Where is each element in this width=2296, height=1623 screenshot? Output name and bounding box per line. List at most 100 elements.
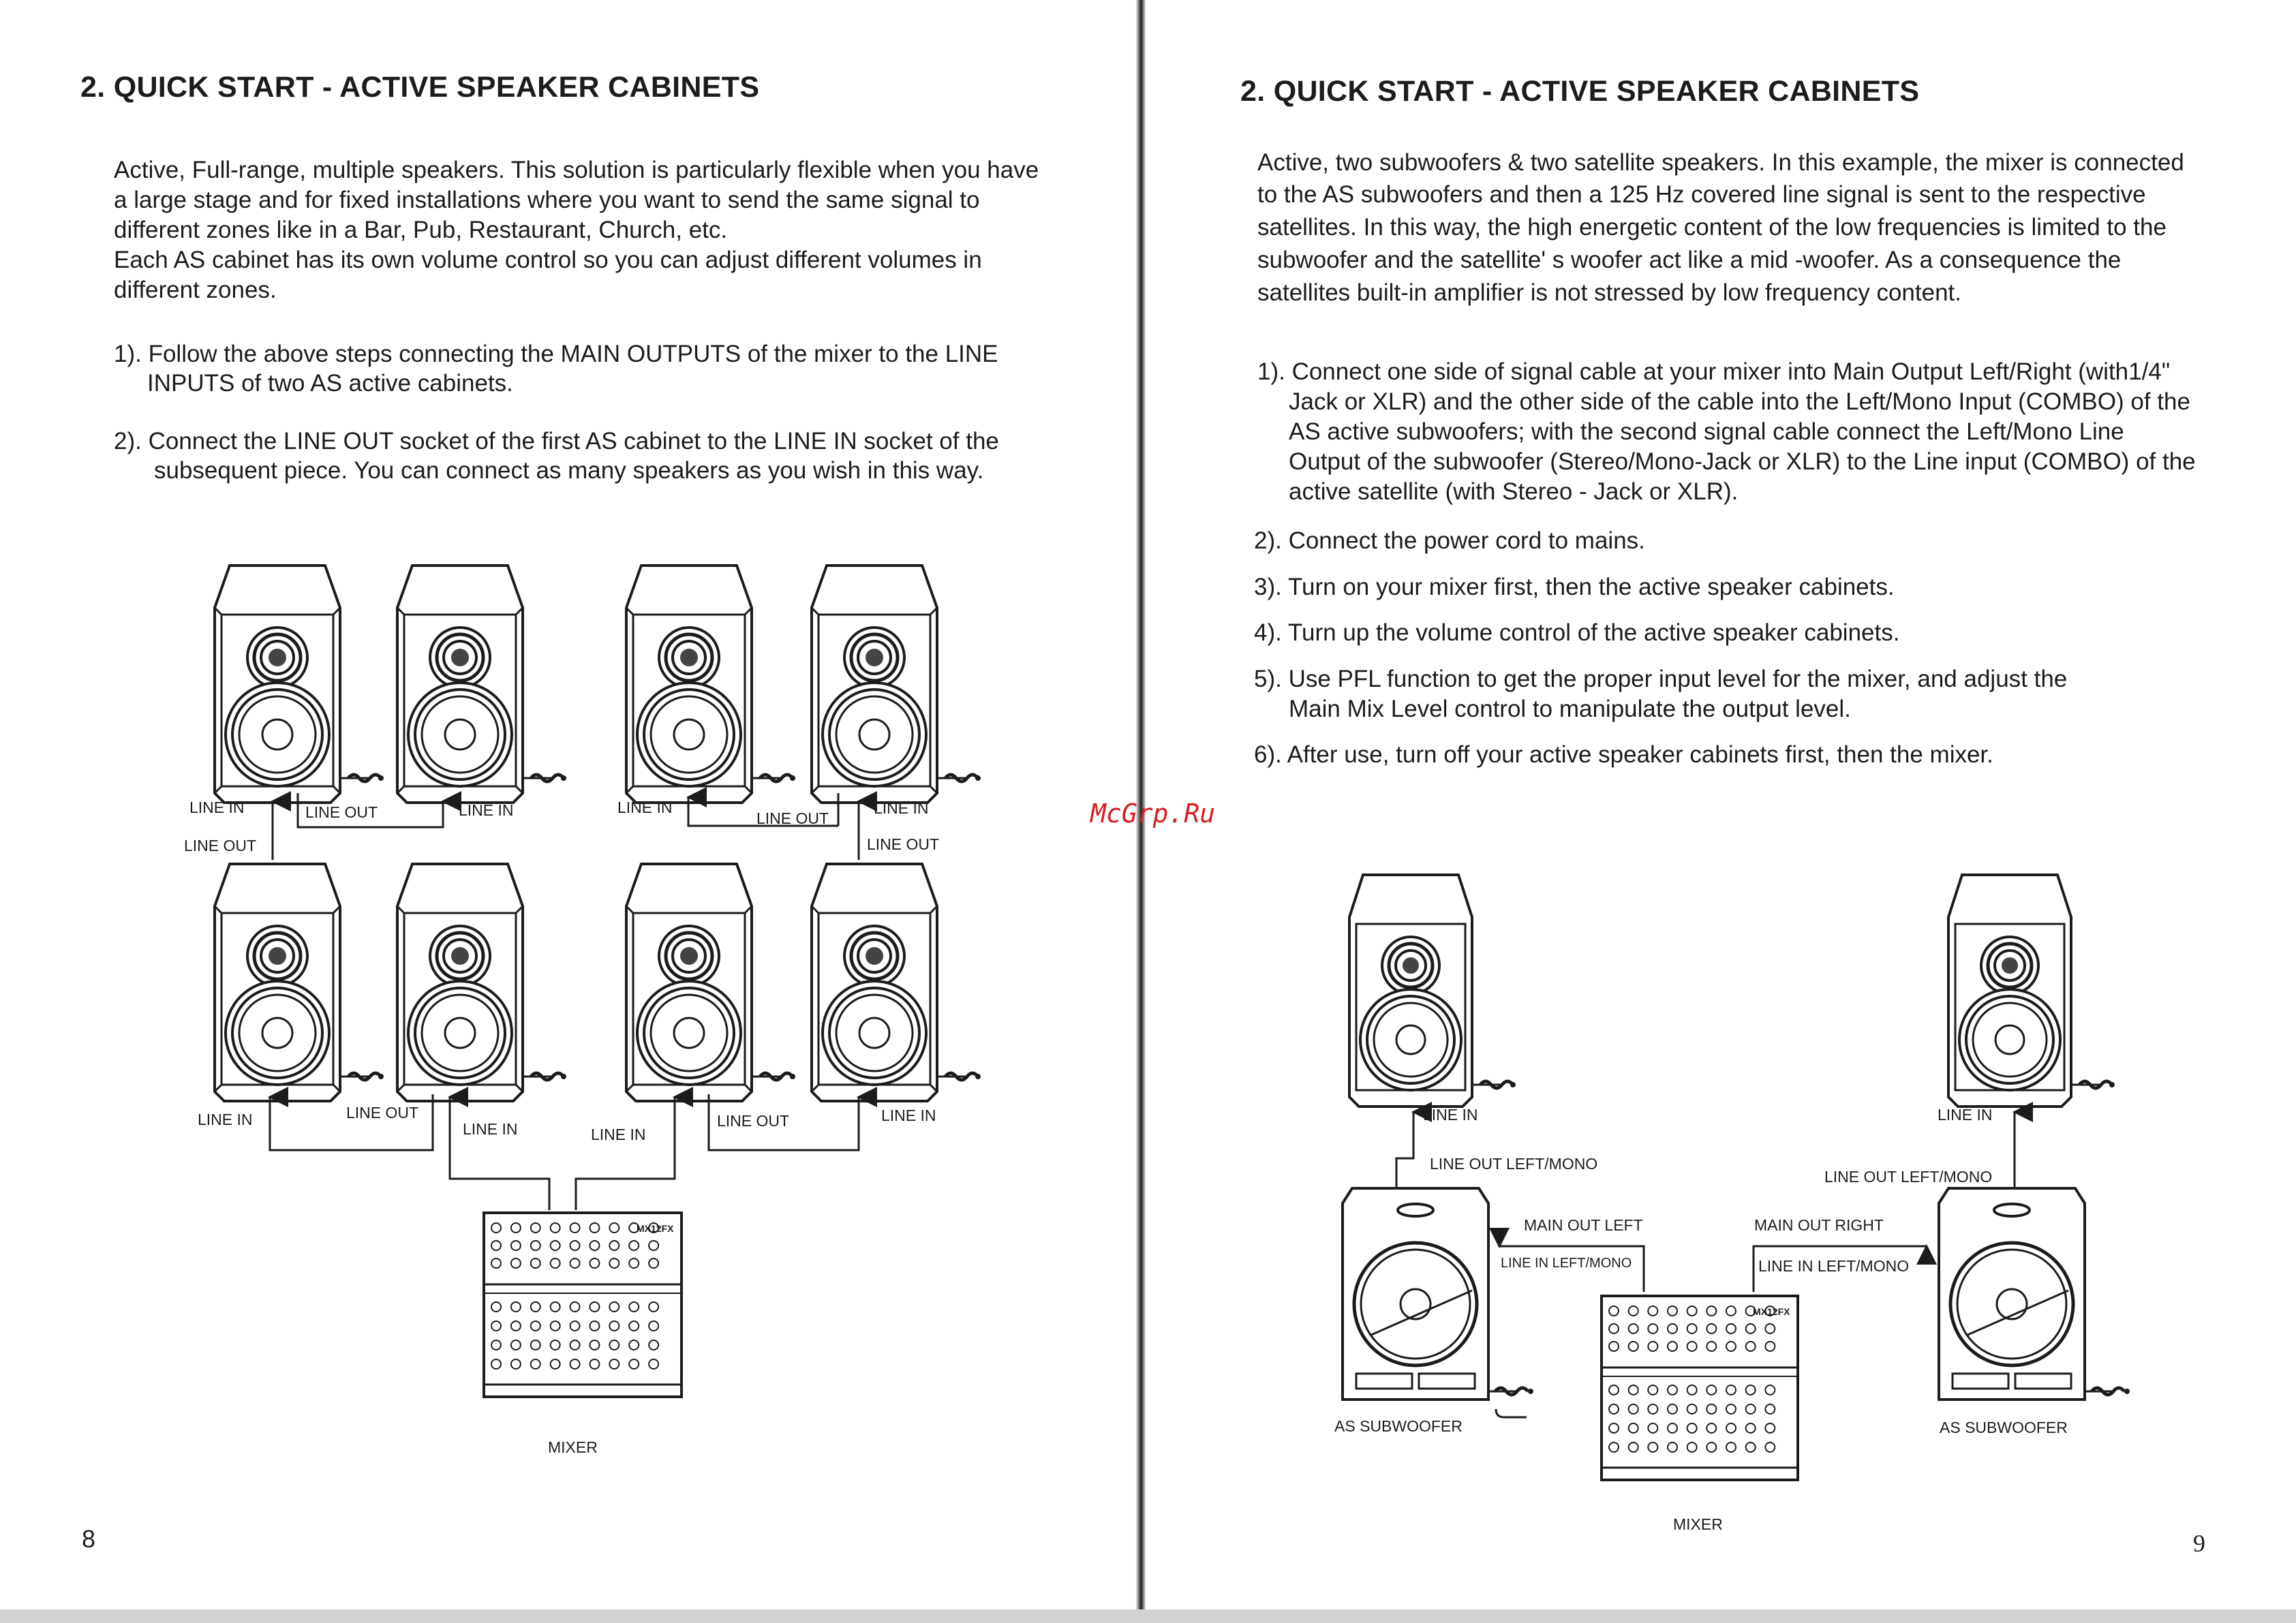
mixer-knob: [549, 1320, 561, 1331]
speaker-top-4: [812, 566, 981, 803]
left-step-2: 2). Connect the LINE OUT socket of the f…: [114, 428, 999, 454]
mixer-knob: [648, 1240, 660, 1251]
r-label-line-in-left-mono-right: LINE IN LEFT/MONO: [1758, 1257, 1909, 1275]
mixer-knob: [491, 1320, 502, 1331]
left-mixer-model: MX12FX: [637, 1223, 674, 1234]
mixer-knob: [549, 1301, 561, 1312]
right-intro-1: Active, two subwoofers & two satellite s…: [1257, 149, 2184, 176]
mixer-knob: [1608, 1341, 1619, 1352]
label-line-out-c: LINE OUT: [756, 809, 829, 827]
mixer-knob: [569, 1301, 581, 1312]
mixer-knob: [1764, 1442, 1776, 1453]
left-intro-5: different zones.: [114, 277, 277, 303]
mixer-knob: [1726, 1385, 1736, 1395]
mixer-knob: [1667, 1423, 1678, 1434]
r-label-line-out-left-mono-left: LINE OUT LEFT/MONO: [1430, 1155, 1597, 1173]
left-intro-2: a large stage and for fixed installation…: [114, 187, 980, 213]
mixer-knob: [569, 1320, 581, 1331]
satellite-left: [1349, 875, 1516, 1107]
mixer-knob: [1726, 1305, 1736, 1316]
mixer-knob: [1706, 1442, 1717, 1453]
mixer-knob: [530, 1222, 541, 1233]
mixer-knob: [628, 1240, 640, 1251]
mixer-knob: [1686, 1323, 1698, 1334]
mixer-knob: [648, 1340, 660, 1350]
right-step-3: 3). Turn on your mixer first, then the a…: [1254, 574, 1895, 600]
mixer-knob: [569, 1240, 581, 1251]
mixer-knob: [1647, 1341, 1659, 1352]
mixer-knob: [609, 1222, 620, 1233]
mixer-knob: [510, 1359, 521, 1370]
mixer-knob: [589, 1258, 600, 1269]
mixer-knob: [648, 1359, 660, 1370]
mixer-knob: [1686, 1442, 1698, 1453]
mixer-knob: [491, 1258, 502, 1269]
mixer-knob: [1686, 1404, 1698, 1415]
mixer-knob: [569, 1340, 581, 1350]
mixer-knob: [491, 1359, 502, 1370]
mixer-knob: [491, 1301, 502, 1312]
mixer-knob: [530, 1240, 541, 1251]
mixer-knob: [549, 1222, 561, 1233]
label-mixer-left: MIXER: [548, 1438, 598, 1456]
mixer-knob: [589, 1320, 600, 1331]
mixer-knob: [1764, 1341, 1776, 1352]
right-intro-3: satellites. In this way, the high energe…: [1257, 214, 2167, 241]
mixer-knob: [1627, 1305, 1639, 1316]
subwoofer-left: [1343, 1188, 1533, 1400]
mixer-knob: [530, 1301, 541, 1312]
mixer-knob: [1667, 1305, 1678, 1316]
mixer-knob: [1745, 1341, 1756, 1352]
mixer-knob: [1647, 1442, 1659, 1453]
label-line-in-c: LINE IN: [617, 799, 673, 816]
left-title: 2. QUICK START - ACTIVE SPEAKER CABINETS: [80, 71, 760, 104]
mixer-knob: [1608, 1404, 1619, 1415]
mixer-knob: [1764, 1423, 1776, 1434]
mixer-knob: [1745, 1404, 1756, 1415]
r-label-as-subwoofer-left: AS SUBWOOFER: [1334, 1417, 1463, 1435]
label-line-out-d: LINE OUT: [867, 835, 939, 853]
r-label-mixer: MIXER: [1673, 1515, 1723, 1533]
right-page: 2. QUICK START - ACTIVE SPEAKER CABINETS…: [1145, 0, 2296, 1623]
mixer-knob: [628, 1222, 640, 1233]
right-intro-5: satellites built-in amplifier is not str…: [1257, 279, 1961, 306]
mixer-knob: [648, 1222, 660, 1233]
mixer-knob: [1686, 1341, 1698, 1352]
mixer-knob: [1608, 1305, 1619, 1316]
mixer-knob: [648, 1258, 660, 1269]
mixer-knob: [1667, 1404, 1678, 1415]
mixer-knob: [549, 1340, 561, 1350]
mixer-knob: [1667, 1442, 1678, 1453]
mixer-knob: [1745, 1385, 1756, 1395]
left-intro-1: Active, Full-range, multiple speakers. T…: [114, 157, 1039, 183]
left-intro-4: Each AS cabinet has its own volume contr…: [114, 247, 982, 273]
mixer-knob: [1647, 1423, 1659, 1434]
mixer-knob: [1726, 1323, 1736, 1334]
label-line-out-e: LINE OUT: [346, 1104, 418, 1122]
mixer-knob: [628, 1359, 640, 1370]
mixer-knob: [1608, 1385, 1619, 1395]
mixer-knob: [609, 1240, 620, 1251]
right-mixer-knobs: [1608, 1305, 1776, 1453]
mixer-knob: [1706, 1323, 1717, 1334]
book-gutter: [1136, 0, 1146, 1623]
subwoofer-right: [1939, 1188, 2130, 1400]
label-line-in-h: LINE IN: [881, 1107, 936, 1124]
mixer-knob: [1706, 1305, 1717, 1316]
mixer-knob: [1726, 1442, 1736, 1453]
speaker-top-1: [215, 566, 384, 803]
right-step-5: 5). Use PFL function to get the proper i…: [1254, 666, 2068, 692]
right-page-number: 9: [2193, 1530, 2205, 1557]
mixer-knob: [1608, 1323, 1619, 1334]
right-step-5-cont: Main Mix Level control to manipulate the…: [1289, 696, 1851, 722]
mixer-knob: [1706, 1341, 1717, 1352]
mixer-knob: [549, 1240, 561, 1251]
mixer-knob: [628, 1258, 640, 1269]
mixer-knob: [510, 1258, 521, 1269]
mixer-knob: [1706, 1404, 1717, 1415]
left-step-1: 1). Follow the above steps connecting th…: [114, 341, 998, 367]
mixer-knob: [1627, 1404, 1639, 1415]
mixer-knob: [628, 1340, 640, 1350]
mixer-knob: [1745, 1423, 1756, 1434]
mixer-knob: [569, 1359, 581, 1370]
